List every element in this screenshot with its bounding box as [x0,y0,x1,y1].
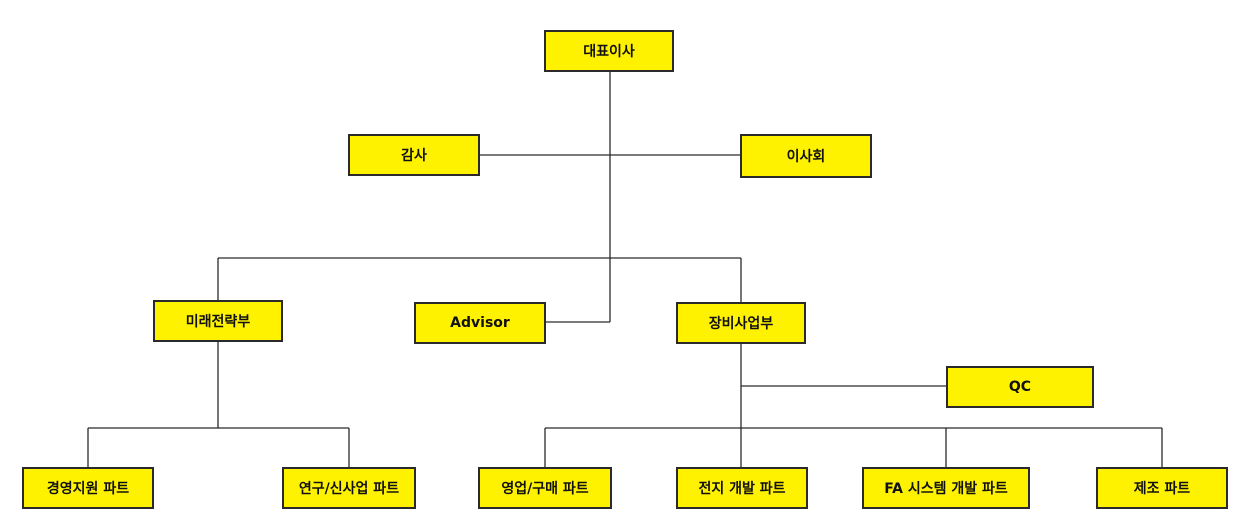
node-audit: 감사 [348,134,480,176]
node-qc: QC [946,366,1094,408]
node-ceo: 대표이사 [544,30,674,72]
node-fa-system-dev: FA 시스템 개발 파트 [862,467,1030,509]
node-advisor: Advisor [414,302,546,344]
node-equipment-business: 장비사업부 [676,302,806,344]
node-management-support: 경영지원 파트 [22,467,154,509]
node-board: 이사회 [740,134,872,178]
node-battery-dev: 전지 개발 파트 [676,467,808,509]
node-rnd-new-business: 연구/신사업 파트 [282,467,416,509]
node-future-strategy: 미래전략부 [153,300,283,342]
node-manufacturing: 제조 파트 [1096,467,1228,509]
node-sales-purchasing: 영업/구매 파트 [478,467,612,509]
